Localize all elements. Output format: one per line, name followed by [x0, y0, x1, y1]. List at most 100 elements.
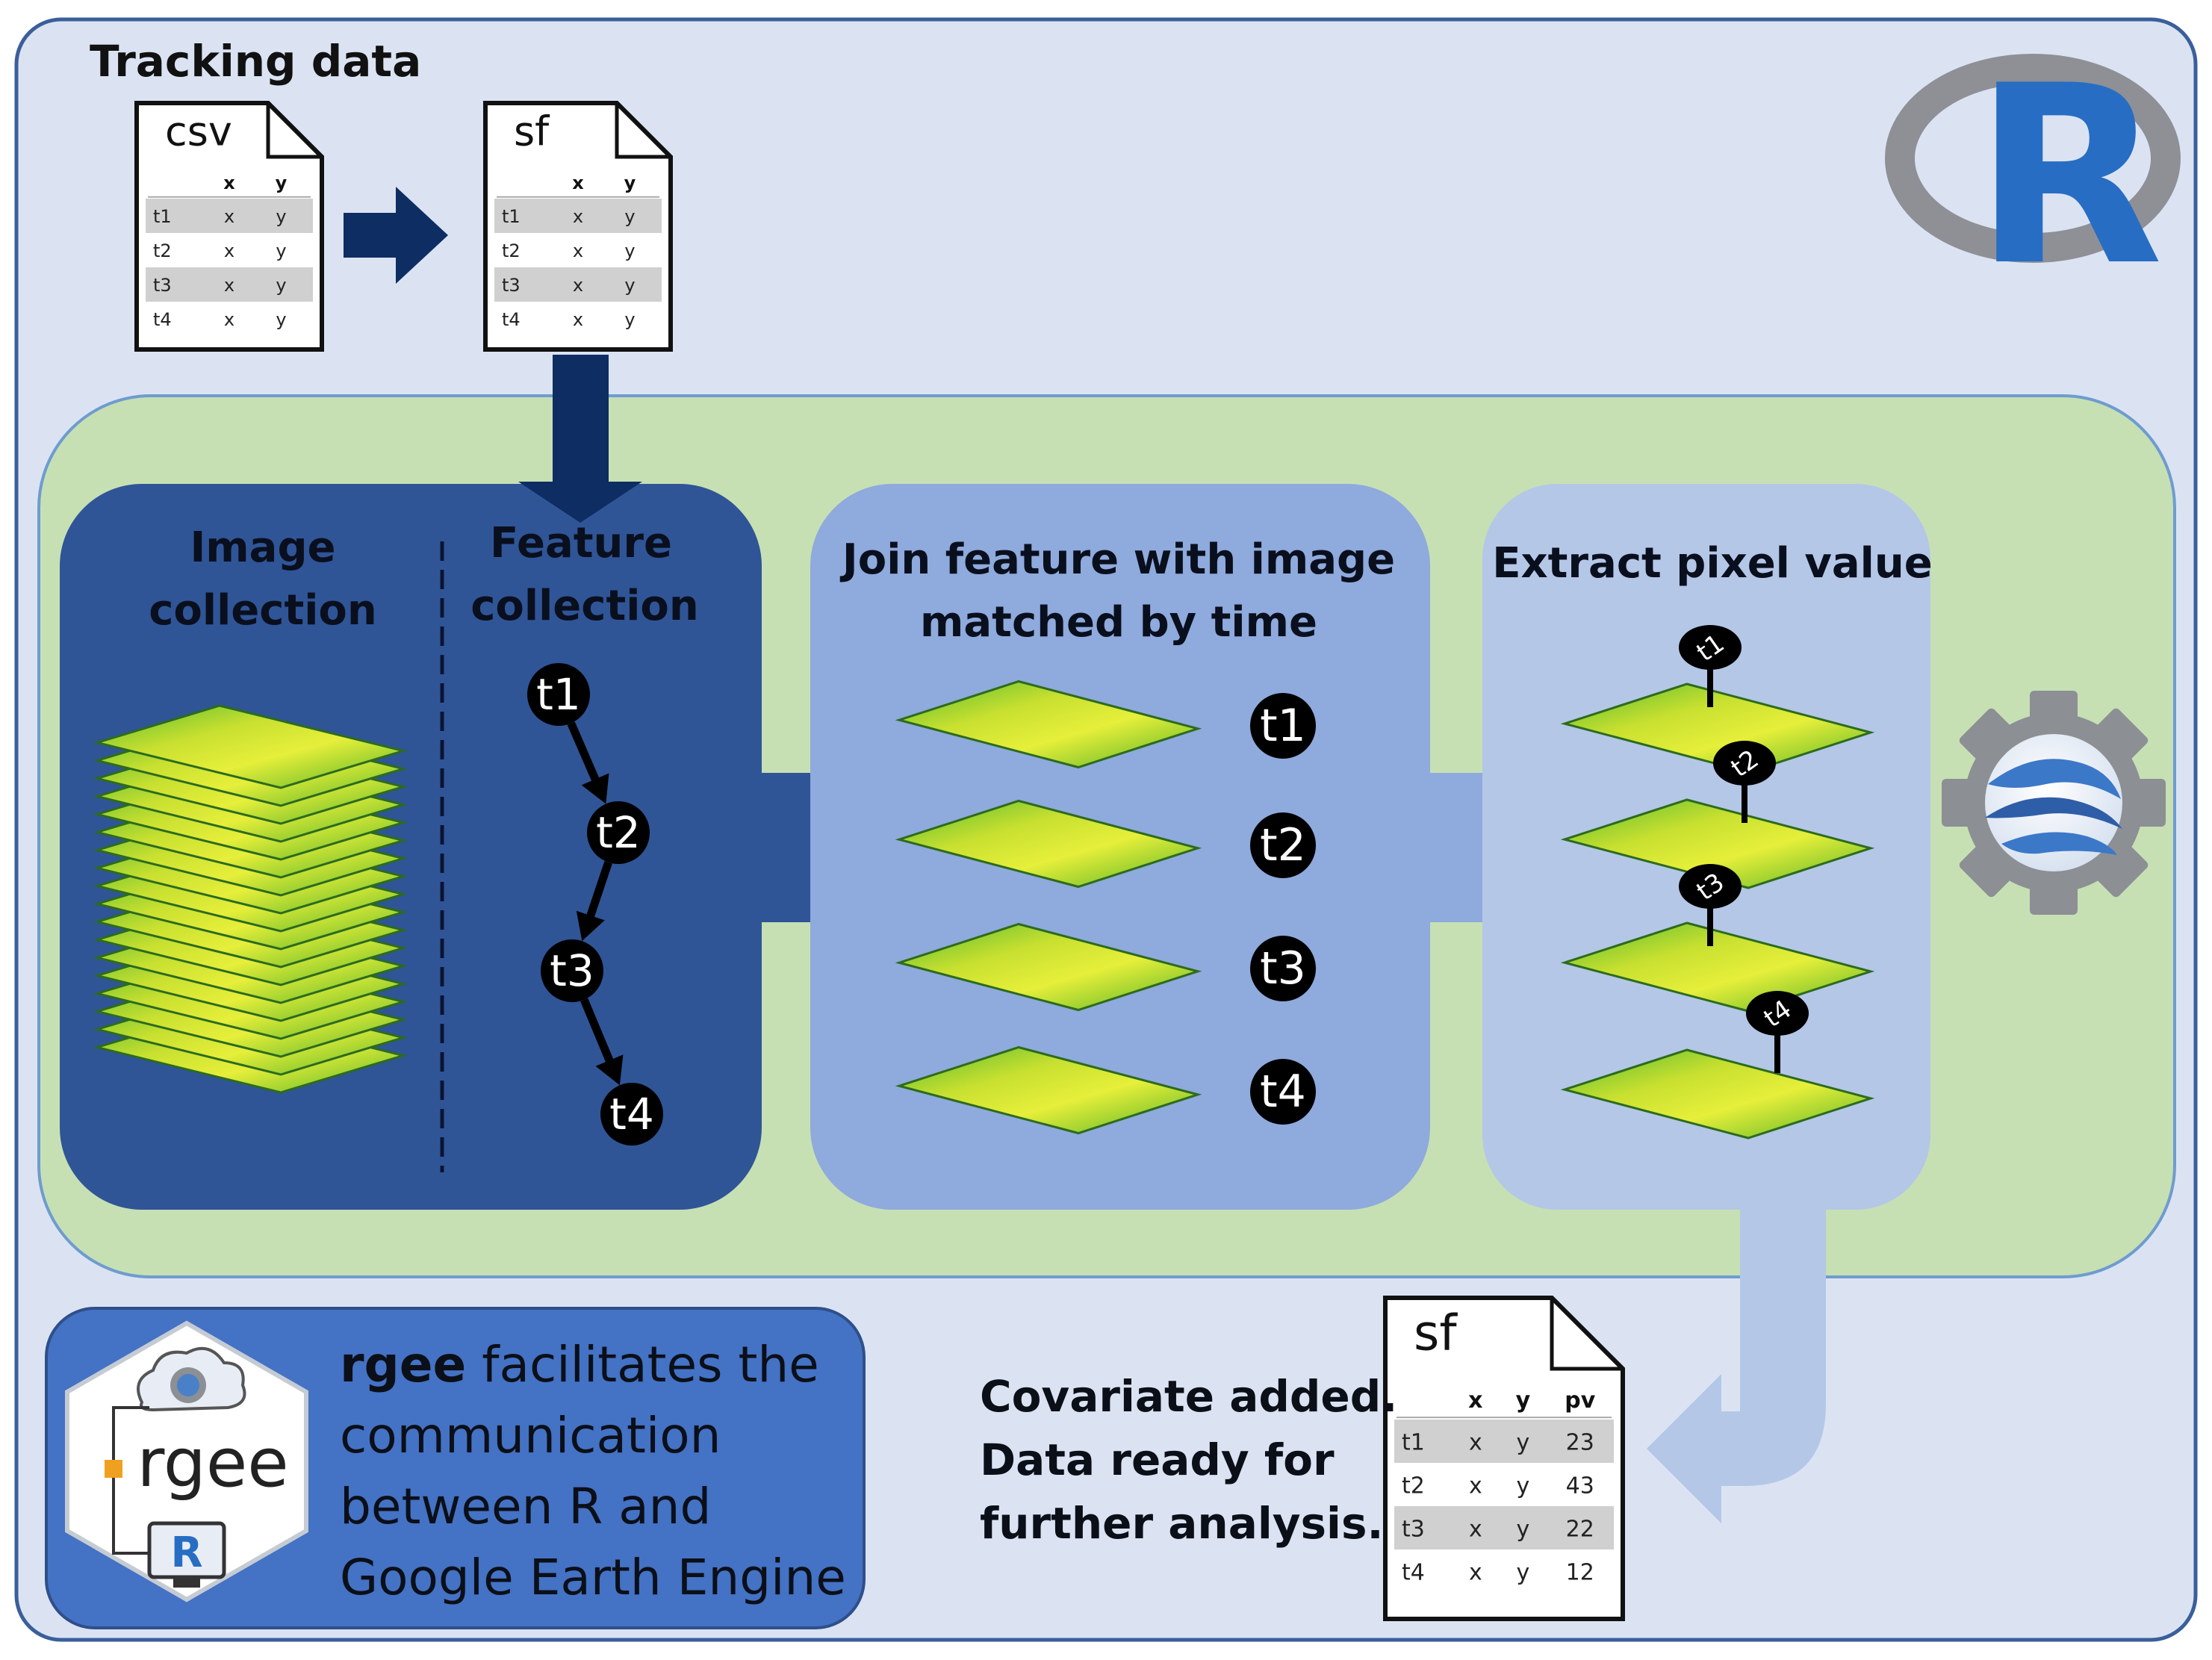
sf-document-cell: t2 — [502, 240, 521, 261]
result-sf-document-cell: t4 — [1402, 1560, 1425, 1586]
tracking-data-title: Tracking data — [90, 36, 421, 87]
csv-document-cell: y — [276, 275, 286, 296]
join-time-label: t2 — [1260, 819, 1306, 871]
result-sf-document-cell: 22 — [1566, 1517, 1594, 1543]
result-sf-document-cell: x — [1469, 1517, 1482, 1543]
csv-document-cell: y — [276, 240, 286, 261]
image-collection-title-2: collection — [149, 586, 377, 635]
rgee-connector-node — [105, 1460, 122, 1478]
sf-document-header-x: x — [572, 172, 584, 193]
sf-document-cell: t3 — [502, 275, 521, 296]
sf-document-fold — [615, 103, 671, 159]
join-time-marker — [1250, 812, 1316, 878]
result-sf-document-fold — [1550, 1298, 1623, 1371]
csv-document-cell: t2 — [153, 240, 172, 261]
result-sf-document-cell: x — [1469, 1473, 1482, 1499]
sf-document-row-shade — [494, 267, 662, 302]
join-time-label: t3 — [1260, 942, 1306, 995]
globe-swoosh-bottom — [2001, 832, 2117, 855]
rgee-description-line2: communication — [340, 1407, 721, 1464]
extract-pin-head — [1679, 625, 1742, 670]
result-sf-document-cell: 43 — [1566, 1473, 1594, 1499]
result-sf-document-row-shade — [1394, 1506, 1614, 1549]
sf-document-cell: y — [624, 206, 635, 227]
result-caption-line1: Covariate added. — [980, 1371, 1397, 1422]
result-sf-document-cell: y — [1517, 1473, 1530, 1499]
join-image-tile — [895, 680, 1202, 769]
sf-document-cell: x — [573, 309, 583, 330]
join-title: Join feature with image — [839, 535, 1395, 584]
sf-document-cell: x — [573, 206, 583, 227]
csv-document-cell: y — [276, 206, 286, 227]
result-sf-document-label: sf — [1414, 1304, 1458, 1361]
rgee-description-line4: Google Earth Engine — [340, 1549, 846, 1606]
csv-document-cell: x — [224, 240, 234, 261]
join-time-label: t4 — [1260, 1066, 1306, 1118]
join-time-label: t1 — [1260, 700, 1306, 752]
extract-pin-head — [1713, 741, 1776, 786]
csv-document-cell: x — [224, 275, 234, 296]
extract-image-tile — [1560, 798, 1875, 889]
rgee-connector-line — [112, 1406, 149, 1555]
csv-document-cell: y — [276, 309, 286, 330]
rgee-description-line3: between R and — [340, 1478, 711, 1535]
r-logo-ring — [1885, 54, 2181, 263]
join-time-marker — [1250, 693, 1316, 759]
csv-document-header-x: x — [223, 172, 235, 193]
result-caption-line3: further analysis. — [980, 1498, 1384, 1549]
trajectory-point-marker — [527, 663, 590, 726]
feature-collection-title: Feature — [490, 519, 672, 568]
trajectory-point-label: t1 — [536, 669, 581, 720]
sf-document-row-shade — [494, 199, 662, 233]
csv-document-cell: x — [224, 206, 234, 227]
result-sf-document-cell: y — [1517, 1560, 1530, 1586]
result-sf-document-header-pv: pv — [1565, 1387, 1595, 1414]
extract-pin-head — [1679, 864, 1742, 909]
image-collection-title: Image — [190, 523, 335, 572]
trajectory-point-marker — [541, 939, 603, 1002]
sf-document-cell: y — [624, 275, 635, 296]
trajectory-arrowhead — [581, 773, 609, 804]
r-logo-letter: R — [1974, 33, 2163, 320]
image-layer-tile — [93, 704, 408, 789]
result-sf-document-header-x: x — [1468, 1387, 1482, 1414]
earth-engine-logo — [1942, 691, 2166, 915]
join-image-tile — [895, 799, 1202, 889]
extract-title: Extract pixel value — [1492, 539, 1932, 588]
rgee-line1-rest: facilitates the — [466, 1336, 818, 1393]
arrow-csv-to-sf — [344, 187, 448, 284]
sf-document-cell: x — [573, 240, 583, 261]
rgee-description-line1: rgee facilitates the — [340, 1336, 819, 1393]
csv-document-cell: t4 — [153, 309, 172, 330]
r-logo: R — [1885, 33, 2181, 320]
arrow-sf-to-feature-collection — [518, 355, 642, 523]
rgee-logo: rgee R — [65, 1320, 308, 1603]
result-sf-document-cell: y — [1517, 1430, 1530, 1456]
join-image-tile — [895, 922, 1202, 1012]
trajectory-point-label: t2 — [596, 807, 641, 858]
trajectory-segment — [567, 721, 604, 792]
join-time-marker — [1250, 1059, 1316, 1125]
result-sf-document-cell: x — [1469, 1430, 1482, 1456]
arrow-extract-to-result — [1647, 1202, 1826, 1523]
trajectory-point-label: t3 — [550, 945, 594, 996]
rgee-monitor-stand — [173, 1577, 200, 1588]
trajectory-arrowhead — [576, 910, 605, 942]
result-sf-document-cell: t1 — [1402, 1430, 1425, 1456]
globe-swoosh-mid — [1985, 797, 2122, 829]
rgee-bold-word: rgee — [340, 1336, 466, 1393]
join-time-marker — [1250, 936, 1316, 1001]
rgee-cloud-globe-icon — [177, 1374, 199, 1396]
result-sf-document-cell: t2 — [1402, 1473, 1425, 1499]
sf-document-cell: t4 — [502, 309, 521, 330]
extract-image-tile — [1560, 1048, 1875, 1140]
trajectory-point-label: t4 — [609, 1089, 654, 1140]
result-sf-document-cell: x — [1469, 1560, 1482, 1586]
csv-document-label: csv — [165, 108, 232, 155]
sf-document-cell: y — [624, 240, 635, 261]
